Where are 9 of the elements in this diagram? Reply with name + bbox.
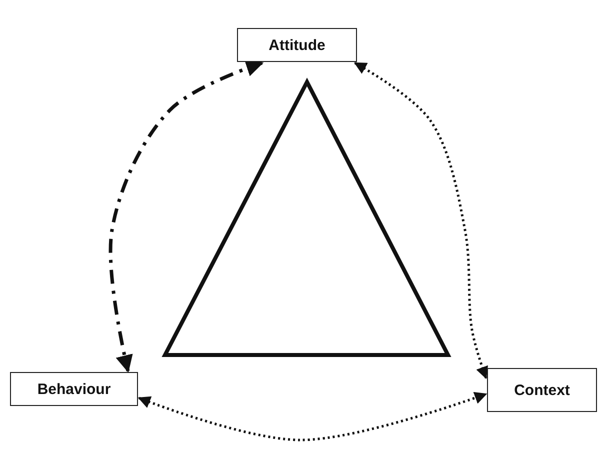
- box-label: Behaviour: [37, 380, 111, 398]
- label-box: [10, 372, 138, 406]
- label-box: [237, 28, 357, 62]
- double-headed-arrow: [354, 62, 488, 380]
- double-headed-arrow: [138, 392, 488, 442]
- double-headed-arrow: [108, 60, 264, 373]
- label-box: [487, 368, 597, 412]
- box-label: Attitude: [268, 36, 326, 54]
- box-label: Context: [514, 382, 570, 398]
